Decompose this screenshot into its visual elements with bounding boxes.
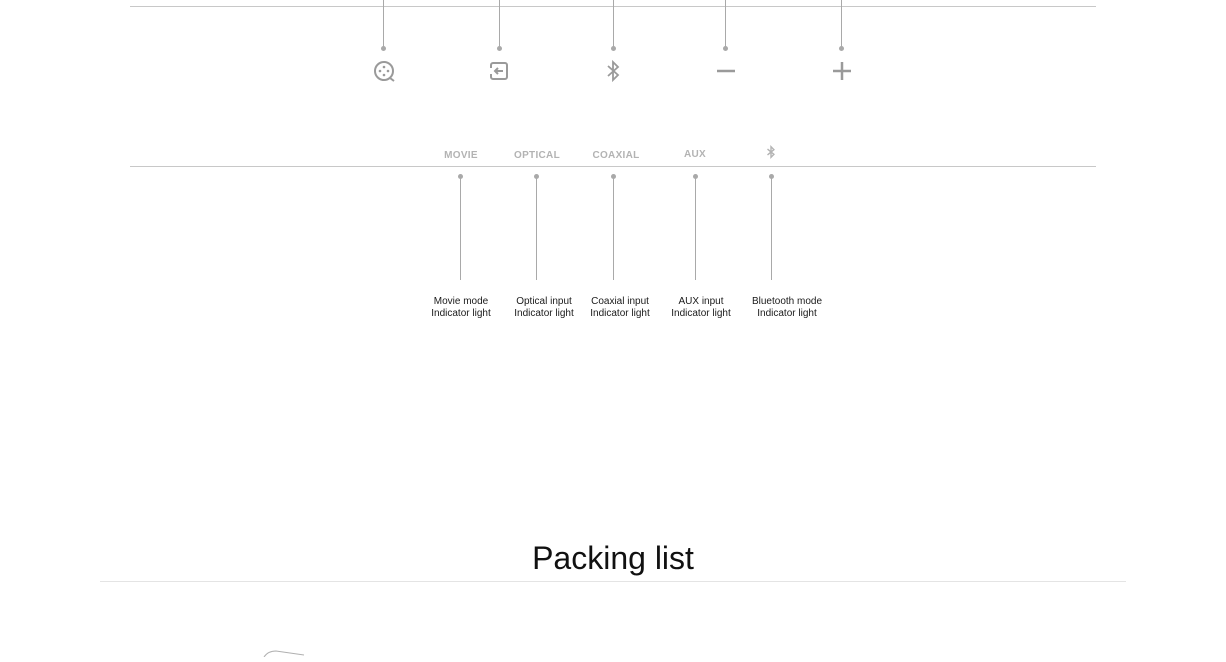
indicator-dot [458,174,463,179]
indicator-desc-optical: Optical input Indicator light [499,296,589,320]
desc-line: Movie mode [433,296,489,307]
indicator-panel-edge [130,166,1096,167]
indicator-label-coaxial: COAXIAL [592,150,640,161]
leader-dot [611,46,616,51]
desc-line: Indicator light [757,308,817,319]
leader-dot [839,46,844,51]
bluetooth-icon [601,59,625,83]
leader-line [460,177,461,280]
desc-line: Optical input [516,296,572,307]
volume-down-icon [714,59,738,83]
leader-line-volume-down [725,0,726,47]
leader-line [771,177,772,280]
leader-line-movie [383,0,384,47]
indicator-dot [534,174,539,179]
leader-line [536,177,537,280]
movie-mode-icon [372,59,396,83]
leader-line-bluetooth [613,0,614,47]
bluetooth-icon [764,144,778,160]
indicator-desc-bluetooth: Bluetooth mode Indicator light [742,296,832,320]
indicator-desc-movie: Movie mode Indicator light [416,296,506,320]
desc-line: Bluetooth mode [751,296,823,307]
indicator-dot [693,174,698,179]
indicator-label-aux: AUX [683,149,707,160]
desc-line: Coaxial input [591,296,649,307]
indicator-dot [611,174,616,179]
input-source-icon [486,59,510,83]
volume-up-icon [830,59,854,83]
desc-line: Indicator light [671,308,731,319]
section-title: Packing list [532,540,694,576]
leader-line [695,177,696,280]
leader-line-input [499,0,500,47]
leader-dot [381,46,386,51]
section-divider [100,581,1126,582]
leader-dot [723,46,728,51]
leader-line-volume-up [841,0,842,47]
desc-line: Indicator light [514,308,574,319]
desc-line: AUX input [678,296,724,307]
indicator-dot [769,174,774,179]
indicator-desc-aux: AUX input Indicator light [656,296,746,320]
indicator-label-optical: OPTICAL [514,150,560,161]
leader-dot [497,46,502,51]
desc-line: Indicator light [590,308,650,319]
indicator-desc-coaxial: Coaxial input Indicator light [575,296,665,320]
desc-line: Indicator light [431,308,491,319]
indicator-label-movie: MOVIE [444,150,478,161]
leader-line [613,177,614,280]
